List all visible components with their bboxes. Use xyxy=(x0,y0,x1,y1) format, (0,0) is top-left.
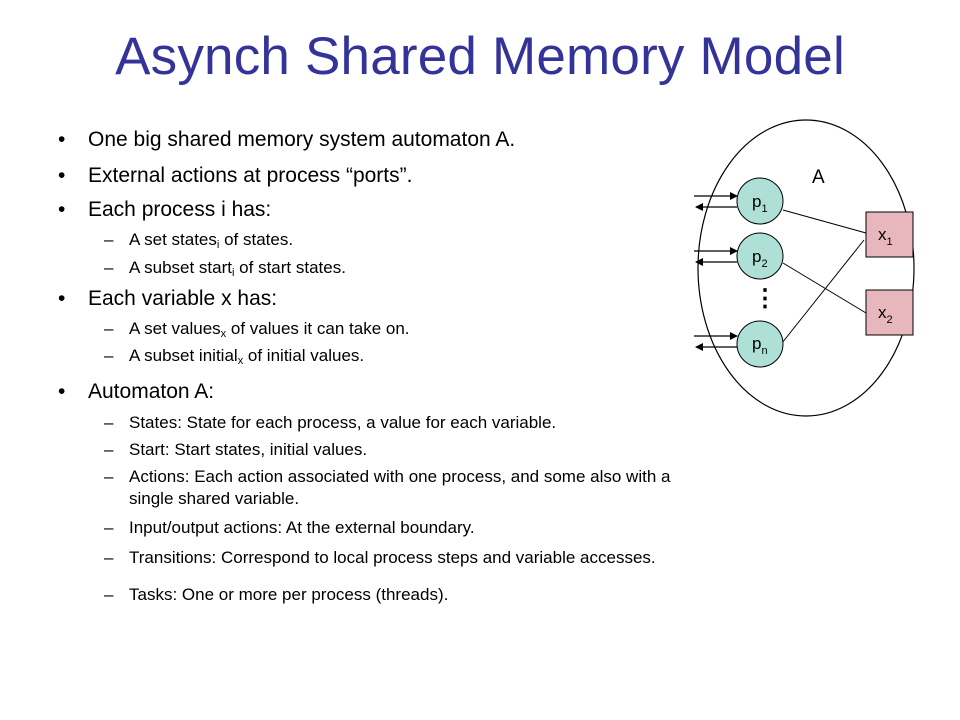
bullet-text: One big shared memory system automaton A… xyxy=(88,128,516,151)
sub-bullet-text: A subset starti of start states. xyxy=(129,258,346,279)
dash-marker: – xyxy=(104,346,114,365)
automaton-boundary xyxy=(697,119,915,417)
sub-bullet-text: A set valuesx of values it can take on. xyxy=(129,319,410,340)
sub-bullet-text: Start: Start states, initial values. xyxy=(129,440,368,459)
sub-bullet-text: Transitions: Correspond to local process… xyxy=(129,548,656,567)
dash-marker: – xyxy=(104,413,114,432)
dash-marker: – xyxy=(104,440,114,459)
process-label: p2 xyxy=(752,247,768,270)
bullet-marker: • xyxy=(58,164,66,187)
dash-marker: – xyxy=(104,319,114,338)
connection-line xyxy=(782,262,867,314)
sub-bullet-text: A set statesi of states. xyxy=(129,230,294,251)
text-part: A subset initial xyxy=(129,346,238,365)
dash-marker: – xyxy=(104,258,114,277)
subscript: i xyxy=(232,267,235,279)
variable-label: x2 xyxy=(878,303,893,326)
bullet-text: External actions at process “ports”. xyxy=(88,164,413,187)
connection-line xyxy=(782,209,867,234)
sub-bullet-text: Actions: Each action associated with one… xyxy=(129,467,671,486)
sub-bullet-text: Input/output actions: At the external bo… xyxy=(129,518,475,537)
text-part: of states. xyxy=(219,230,294,249)
process-label: pn xyxy=(752,334,768,357)
bullet-marker: • xyxy=(58,128,66,151)
dash-marker: – xyxy=(104,548,114,567)
subscript: x xyxy=(237,355,244,367)
variable-label: x1 xyxy=(878,225,893,248)
sub-bullet-text: single shared variable. xyxy=(129,489,300,508)
dash-marker: – xyxy=(104,467,114,486)
text-part: of initial values. xyxy=(243,346,365,365)
sub-bullet-text: A subset initialx of initial values. xyxy=(129,346,365,367)
sub-bullet-text: States: State for each process, a value … xyxy=(129,413,557,432)
automaton-label: A xyxy=(812,167,825,188)
variable-node-x2: x2 xyxy=(865,289,914,336)
bullet-text: Each process i has: xyxy=(88,198,272,221)
bullet-text: Each variable x has: xyxy=(88,287,278,310)
process-node-p2: p2 xyxy=(736,232,784,280)
dash-marker: – xyxy=(104,230,114,249)
subscript: x xyxy=(220,328,227,340)
dash-marker: – xyxy=(104,518,114,537)
dash-marker: – xyxy=(104,585,114,604)
text-part: A set values xyxy=(129,319,221,338)
bullet-marker: • xyxy=(58,287,66,310)
text-part: A set states xyxy=(129,230,217,249)
ellipsis-mark: ⋮ xyxy=(753,285,777,312)
variable-node-x1: x1 xyxy=(865,211,914,258)
subscript: i xyxy=(216,239,220,251)
bullet-marker: • xyxy=(58,380,66,403)
text-part: A subset start xyxy=(129,258,232,277)
process-node-pn: pn xyxy=(736,320,784,368)
process-node-p1: p1 xyxy=(736,177,784,225)
text-part: of start states. xyxy=(234,258,346,277)
sub-bullet-text: Tasks: One or more per process (threads)… xyxy=(129,585,449,604)
process-label: p1 xyxy=(752,192,768,215)
connection-line xyxy=(781,239,865,344)
text-part: of values it can take on. xyxy=(226,319,410,338)
bullet-text: Automaton A: xyxy=(88,380,215,403)
bullet-marker: • xyxy=(58,198,66,221)
slide-title: Asynch Shared Memory Model xyxy=(115,27,845,86)
